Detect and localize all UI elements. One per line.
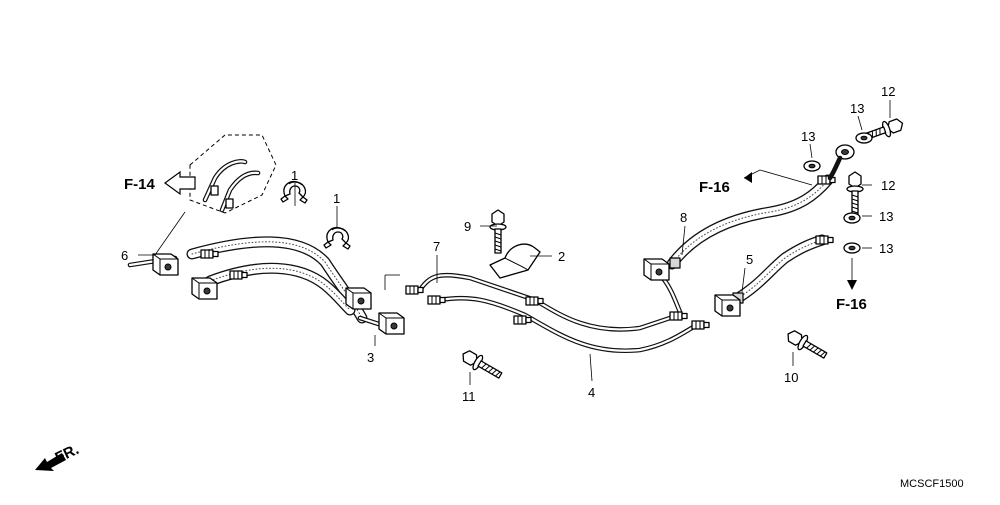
ref-f16-arrow-icon <box>743 169 813 186</box>
ref-label-f16: F-16 <box>699 179 730 196</box>
callout-2: 2 <box>558 249 565 264</box>
hose-clip-icon <box>280 180 308 204</box>
callout-1: 1 <box>291 168 298 183</box>
washer-13-icon <box>855 132 873 144</box>
ref-f14-arrow-icon <box>163 170 196 196</box>
callout-4: 4 <box>588 385 595 400</box>
callout-13: 13 <box>879 209 893 224</box>
pipe-clamp-icon <box>489 243 541 279</box>
callout-7: 7 <box>433 239 440 254</box>
hose-fitting-icon <box>229 270 248 280</box>
pipe-fitting-icon <box>669 311 688 321</box>
ref-label-f16: F-16 <box>836 296 867 313</box>
bolt-12-lower-icon <box>846 171 864 216</box>
banjo-fitting-icon <box>827 144 855 181</box>
callout-13: 13 <box>801 129 815 144</box>
callout-8: 8 <box>680 210 687 225</box>
callout-13: 13 <box>879 241 893 256</box>
hose-assembly-right-lower <box>729 234 828 306</box>
leader-lines <box>138 100 891 385</box>
joint-block-3 <box>378 312 405 335</box>
front-arrow-icon <box>35 453 66 471</box>
hose-assembly-right-upper <box>666 174 834 270</box>
callout-6: 6 <box>121 248 128 263</box>
hose-clip-icon <box>323 226 351 250</box>
callout-12: 12 <box>881 178 895 193</box>
bolt-9-icon <box>489 209 507 254</box>
joint-block-8 <box>643 258 670 281</box>
callout-3: 3 <box>367 350 374 365</box>
joint-block-5 <box>714 294 741 317</box>
joint-block-6 <box>152 253 179 276</box>
bolt-11-icon <box>458 346 505 384</box>
pipe-fitting-icon <box>525 296 544 306</box>
callout-9: 9 <box>464 219 471 234</box>
bolt-10-icon <box>783 326 830 364</box>
hose-assembly-left-lower <box>204 262 356 316</box>
joint-block-icon <box>345 287 372 310</box>
washer-13-icon <box>803 160 821 172</box>
diagram-code: MCSCF1500 <box>900 478 964 490</box>
callout-1: 1 <box>333 191 340 206</box>
callout-10: 10 <box>784 370 798 385</box>
callout-13: 13 <box>850 101 864 116</box>
detail-inset <box>189 134 277 214</box>
pipe-fitting-icon <box>405 285 424 295</box>
callout-12: 12 <box>881 84 895 99</box>
brake-pipe-4 <box>437 295 698 354</box>
ref-f16-down-arrow-icon <box>847 258 857 290</box>
joint-block-icon <box>191 277 218 300</box>
pipe-fitting-icon <box>513 315 532 325</box>
hose-fitting-icon <box>200 249 219 259</box>
pipe-fitting-icon <box>427 295 446 305</box>
callout-11: 11 <box>462 389 476 404</box>
washer-13-icon <box>843 242 861 254</box>
hose-end-fitting <box>669 257 681 269</box>
callout-5: 5 <box>746 252 753 267</box>
brake-pipe-7 <box>417 272 673 332</box>
washer-13-icon <box>843 212 861 224</box>
hose-fitting-icon <box>815 235 834 245</box>
ref-label-f14: F-14 <box>124 176 156 193</box>
front-label: FR. <box>53 441 82 467</box>
pipe-fitting-icon <box>691 320 710 330</box>
